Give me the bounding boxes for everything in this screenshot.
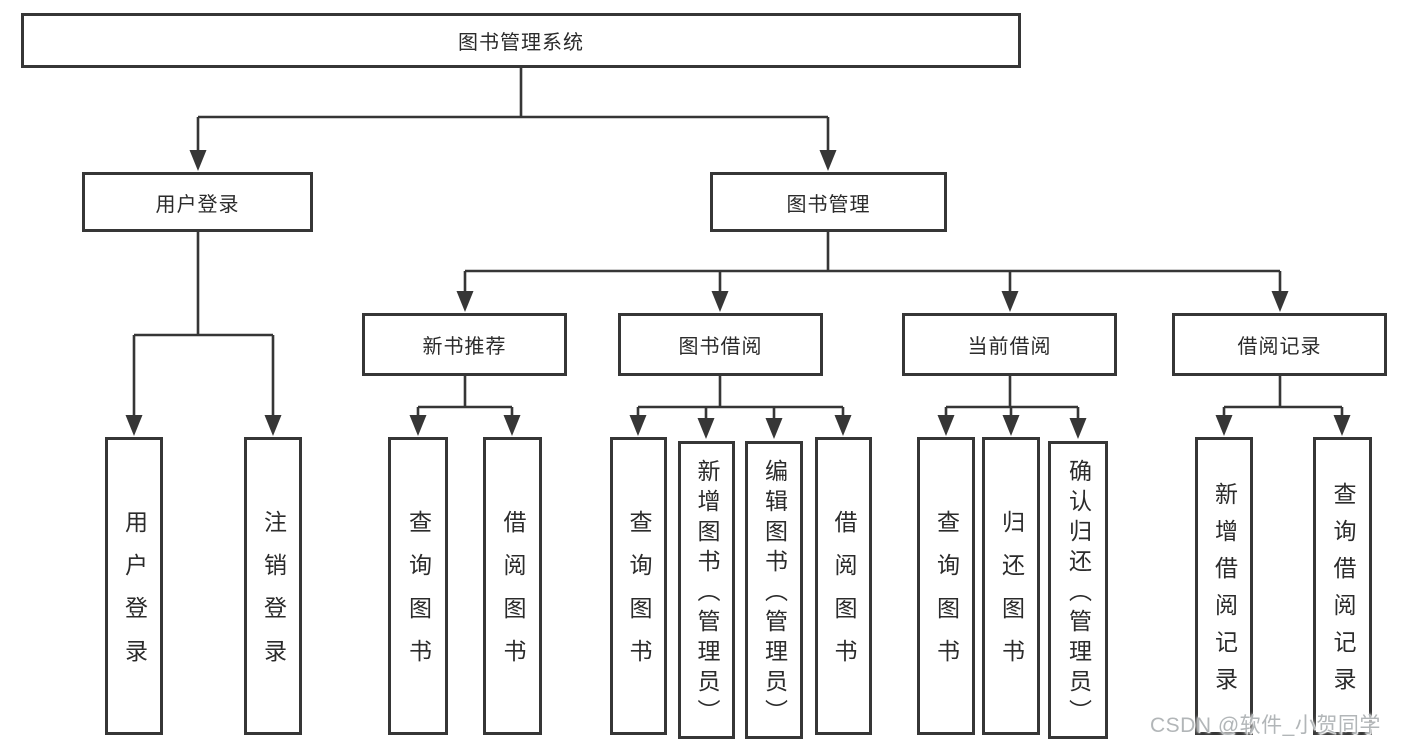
node-new-book-recommend-label: 新书推荐	[422, 336, 507, 358]
leaf-query-books-borrowing: 查询图书	[610, 437, 667, 735]
node-user-login-label: 用户登录	[155, 193, 240, 216]
node-borrowing-records: 借阅记录	[1172, 313, 1387, 376]
node-root-label: 图书管理系统	[458, 32, 584, 54]
leaf-borrow-books-recommend-label: 借阅图书	[500, 510, 526, 682]
node-borrowing-records-label: 借阅记录	[1237, 336, 1322, 358]
leaf-query-books-borrowing-label: 查询图书	[626, 510, 652, 682]
leaf-query-books-current-label: 查询图书	[933, 510, 960, 682]
node-book-borrowing: 图书借阅	[618, 313, 823, 376]
node-new-book-recommend: 新书推荐	[362, 313, 567, 376]
leaf-return-books: 归还图书	[982, 437, 1040, 735]
leaf-add-borrow-record: 新增借阅记录	[1195, 437, 1253, 735]
node-user-login: 用户登录	[82, 172, 313, 232]
leaf-logout-label: 注销登录	[260, 510, 287, 682]
node-current-borrowing: 当前借阅	[902, 313, 1117, 376]
leaf-borrow-books-label: 借阅图书	[831, 510, 857, 682]
leaf-logout: 注销登录	[244, 437, 302, 735]
leaf-query-books-current: 查询图书	[917, 437, 975, 735]
leaf-return-books-label: 归还图书	[998, 510, 1025, 682]
leaf-query-books-recommend: 查询图书	[388, 437, 448, 735]
leaf-add-books-admin: 新增图书（管理员）	[678, 441, 735, 739]
leaf-add-borrow-record-label: 新增借阅记录	[1211, 482, 1238, 704]
leaf-query-borrow-record-label: 查询借阅记录	[1330, 482, 1356, 704]
leaf-user-login-label: 用户登录	[121, 510, 148, 682]
leaf-query-borrow-record: 查询借阅记录	[1313, 437, 1372, 735]
node-book-borrowing-label: 图书借阅	[678, 336, 763, 358]
leaf-borrow-books: 借阅图书	[815, 437, 872, 735]
leaf-user-login: 用户登录	[105, 437, 163, 735]
csdn-watermark: CSDN @软件_小贺同学	[1150, 714, 1381, 737]
leaf-borrow-books-recommend: 借阅图书	[483, 437, 542, 735]
leaf-confirm-return-admin-label: 确认归还（管理员）	[1065, 458, 1092, 729]
leaf-add-books-admin-label: 新增图书（管理员）	[694, 458, 720, 729]
node-book-management: 图书管理	[710, 172, 947, 232]
leaf-edit-books-admin: 编辑图书（管理员）	[745, 441, 803, 739]
leaf-confirm-return-admin: 确认归还（管理员）	[1048, 441, 1108, 739]
leaf-edit-books-admin-label: 编辑图书（管理员）	[761, 458, 788, 729]
node-root: 图书管理系统	[21, 13, 1021, 68]
arrowheads	[125, 150, 1351, 439]
node-current-borrowing-label: 当前借阅	[967, 336, 1052, 358]
node-book-management-label: 图书管理	[786, 193, 871, 216]
leaf-query-books-recommend-label: 查询图书	[405, 510, 432, 682]
